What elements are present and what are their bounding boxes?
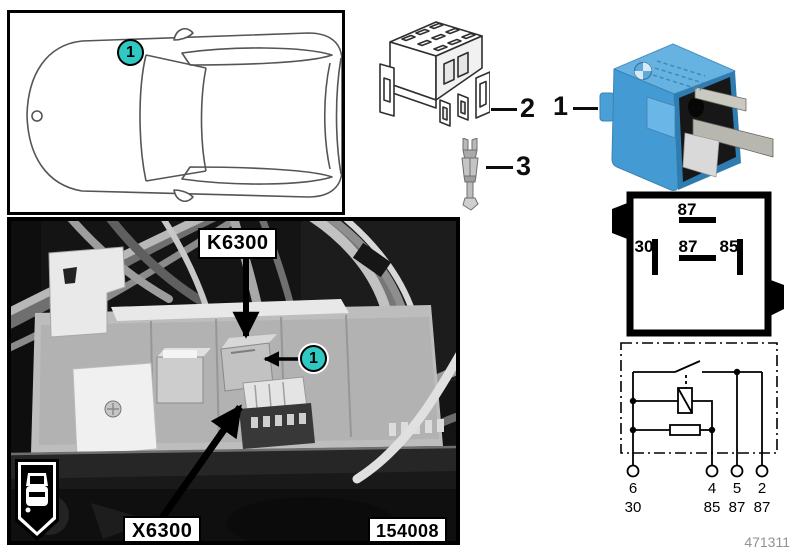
hood-ornament [31, 110, 43, 122]
pin-number: 5 [733, 480, 741, 497]
x6300-label: X6300 [123, 516, 202, 541]
relay-pinout-diagram: 87 30 87 85 [612, 191, 784, 337]
terminal-name: 85 [704, 499, 721, 516]
relay-latch [646, 96, 676, 139]
car-top-view-drawing [26, 28, 343, 202]
car-position-icon [15, 459, 59, 541]
pinout-label-87-mid: 87 [679, 237, 698, 256]
relay-blade-pin [692, 118, 774, 158]
schematic-boundary [620, 342, 778, 454]
callout-3-number[interactable]: 3 [516, 151, 532, 181]
pinout-label-87-top: 87 [678, 200, 697, 219]
callout-1-leader-line [573, 107, 598, 110]
relay-embossed-text [652, 60, 706, 91]
terminal-name: 30 [625, 499, 642, 516]
pin-number: 4 [708, 480, 716, 497]
k6300-label: K6300 [198, 228, 278, 259]
pinout-slot-30 [652, 239, 658, 275]
socket-terminal-drawing [461, 138, 479, 211]
relay-circuit-schematic: 6 4 5 2 30 85 87 87 [620, 342, 778, 516]
terminal-name: 87 [754, 499, 771, 516]
pin-number: 6 [629, 480, 637, 497]
relay-side-tab [599, 92, 615, 122]
image-number-label: 154008 [368, 517, 448, 541]
callout-2-leader-line [491, 108, 517, 111]
car-location-callout-badge[interactable]: 1 [117, 39, 144, 66]
terminal-circle-4 [705, 464, 719, 478]
photo-callout-badge[interactable]: 1 [300, 345, 327, 372]
terminal-circle-5 [730, 464, 744, 478]
terminal-circle-6 [626, 464, 640, 478]
switch-blade [674, 360, 701, 373]
engine-bay-scene [11, 221, 456, 541]
resistor-symbol [669, 424, 701, 436]
relay-socket-drawing [379, 21, 490, 127]
document-number: 471311 [744, 534, 790, 550]
car-location-panel: 1 [7, 10, 345, 215]
terminal-name: 87 [729, 499, 746, 516]
relay-blade-pin [694, 86, 747, 112]
car-location-callout-number: 1 [126, 43, 135, 61]
pinout-label-30: 30 [635, 237, 654, 256]
relay-photo [599, 43, 774, 191]
terminal-circle-2 [755, 464, 769, 478]
neighbor-relay [156, 348, 211, 404]
pinout-label-85: 85 [720, 237, 739, 256]
photo-callout-number: 1 [309, 349, 318, 367]
pinout-slot-85 [737, 239, 743, 275]
pinout-key-tab-left [612, 202, 630, 240]
pin-number: 2 [758, 480, 766, 497]
pinout-slot-87-top [679, 217, 716, 223]
pinout-slot-87-mid [679, 255, 716, 261]
installation-photo: K6300 X6300 154008 1 [7, 217, 460, 545]
callout-2-number[interactable]: 2 [520, 93, 536, 123]
pinout-key-tab-right [768, 279, 784, 317]
x6300-arrow [159, 404, 243, 521]
callout-3-leader-line [486, 166, 513, 169]
callout-1-number[interactable]: 1 [553, 91, 569, 121]
